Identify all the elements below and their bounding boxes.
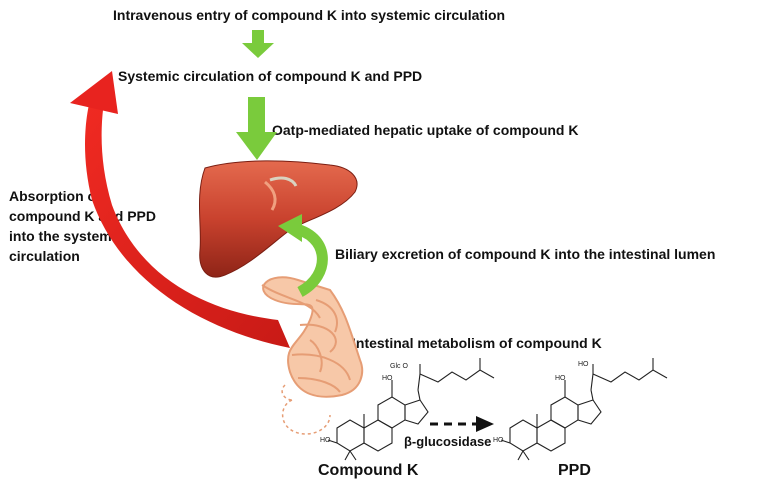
- green-arrow-hepatic-uptake: [236, 97, 277, 160]
- absorption-label: Absorption of compound K and PPD into th…: [9, 186, 156, 266]
- ppd-ho-bottom: HO: [493, 437, 504, 444]
- intestine: [261, 276, 364, 435]
- intestinal-metabolism-label: Intestinal metabolism of compound K: [352, 335, 602, 351]
- compound-k-ho-top: HO: [382, 375, 393, 382]
- absorption-line-4: circulation: [9, 248, 80, 264]
- compound-k-structure: [327, 358, 495, 461]
- compound-k-ho-bottom: HO: [320, 437, 331, 444]
- ppd-ho-top: HO: [555, 375, 566, 382]
- glc-o-label: Glc O: [390, 363, 408, 370]
- intravenous-entry-label: Intravenous entry of compound K into sys…: [113, 7, 506, 23]
- ppd-structure: [500, 358, 668, 461]
- absorption-line-2: compound K and PPD: [9, 208, 156, 224]
- biliary-excretion-label: Biliary excretion of compound K into the…: [335, 246, 716, 262]
- hepatic-uptake-label: Oatp-mediated hepatic uptake of compound…: [272, 122, 579, 138]
- absorption-line-1: Absorption of: [9, 188, 101, 204]
- absorption-line-3: into the systemic: [9, 228, 124, 244]
- liver: [198, 160, 358, 278]
- red-arrow-absorption: [70, 71, 290, 348]
- systemic-circulation-label: Systemic circulation of compound K and P…: [118, 68, 423, 84]
- beta-glucosidase-label: β-glucosidase: [404, 434, 492, 449]
- ppd-ho-side: HO: [578, 361, 589, 368]
- ppd-label: PPD: [558, 462, 591, 479]
- conversion-arrow: [430, 416, 494, 432]
- green-arrow-intravenous: [242, 30, 274, 58]
- compound-k-label: Compound K: [318, 462, 419, 479]
- green-arrow-biliary: [278, 214, 328, 297]
